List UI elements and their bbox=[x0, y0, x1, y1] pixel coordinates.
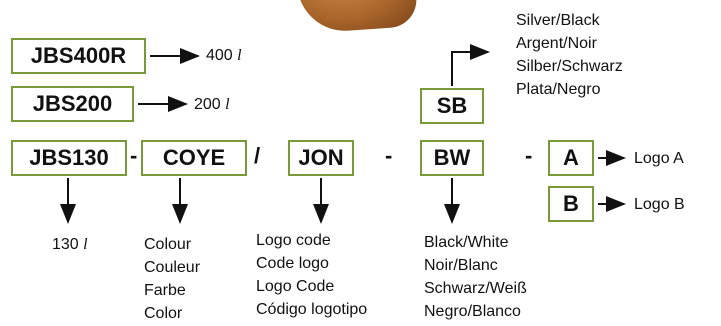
colour-code-box: COYE bbox=[141, 140, 247, 176]
logo-code-description: Logo code Code logo Logo Code Código log… bbox=[256, 232, 368, 318]
logo-option-label-a: Logo A bbox=[634, 150, 684, 167]
logo-code-box: JON bbox=[288, 140, 354, 176]
volume-label-400: 400 l bbox=[206, 47, 242, 64]
separator-dash-1: - bbox=[130, 143, 138, 168]
frame-code-box-bw: BW bbox=[420, 140, 484, 176]
model-box-jbs200: JBS200 bbox=[11, 86, 134, 122]
separator-dash-2: - bbox=[385, 143, 393, 168]
model-box-jbs400r: JBS400R bbox=[11, 38, 146, 74]
bw-description: Black/White Noir/Blanc Schwarz/Weiß Negr… bbox=[424, 234, 527, 320]
separator-slash: / bbox=[254, 143, 261, 168]
model-box-jbs130: JBS130 bbox=[11, 140, 127, 176]
volume-label-130: 130 l bbox=[52, 236, 88, 253]
colour-description: Colour Couleur Farbe Color bbox=[144, 236, 201, 322]
logo-option-label-b: Logo B bbox=[634, 196, 685, 213]
separator-dash-3: - bbox=[525, 143, 533, 168]
frame-code-box-sb: SB bbox=[420, 88, 484, 124]
logo-option-box-a: A bbox=[548, 140, 594, 176]
sb-description: Silver/Black Argent/Noir Silber/Schwarz … bbox=[516, 12, 623, 98]
volume-label-200: 200 l bbox=[194, 96, 230, 113]
logo-option-box-b: B bbox=[548, 186, 594, 222]
arrow-sb bbox=[451, 44, 490, 86]
